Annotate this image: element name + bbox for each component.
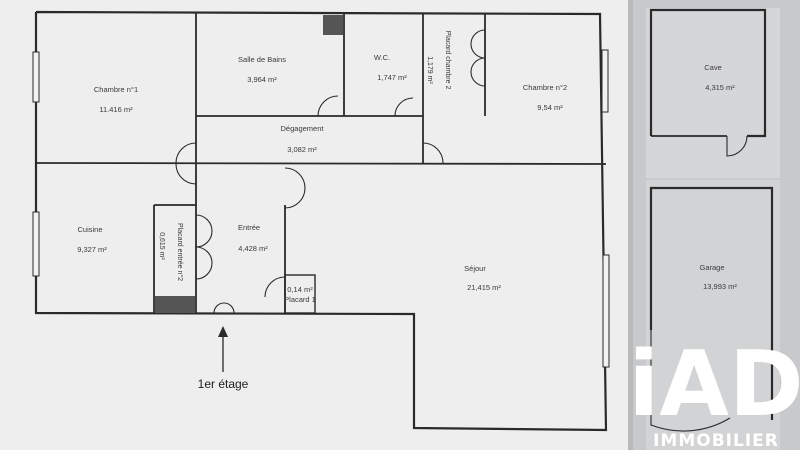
- door-sdb: [317, 95, 339, 117]
- area-entree: 4,428 m²: [238, 244, 268, 253]
- floor-label: 1er étage: [198, 377, 249, 391]
- window-cuisine: [32, 211, 40, 277]
- cave-walls: [649, 8, 767, 138]
- logo-word: IMMOBILIER: [653, 431, 779, 450]
- area-placard-entree: 0,615 m²: [158, 232, 165, 260]
- outer-walls: [34, 10, 608, 432]
- label-sejour: Séjour: [464, 264, 486, 273]
- label-salle-de-bains: Salle de Bains: [238, 55, 286, 64]
- label-placard1: Placard 1: [284, 295, 316, 304]
- wall-middle: [35, 162, 607, 165]
- door-placard1: [264, 276, 286, 298]
- door-placard-entree: [195, 214, 213, 280]
- door-placard-chambre2: [470, 29, 486, 87]
- label-degagement: Dégagement: [281, 124, 325, 133]
- label-wc: W.C.: [374, 53, 390, 62]
- window-chambre1: [32, 51, 40, 103]
- shaft: [323, 15, 343, 35]
- entrance-arrow-head: [218, 326, 228, 337]
- placard-shade: [155, 296, 195, 313]
- area-chambre1: 11.416 m²: [99, 105, 133, 114]
- door-chambre1: [175, 142, 197, 164]
- area-salle-de-bains: 3,964 m²: [247, 75, 277, 84]
- area-cave: 4,315 m²: [705, 83, 735, 92]
- window-sejour: [602, 254, 610, 368]
- label-chambre2: Chambre n°2: [523, 83, 567, 92]
- area-cuisine: 9,327 m²: [77, 245, 107, 254]
- plan-paper: [0, 0, 628, 450]
- door-wc: [394, 97, 414, 117]
- placard1-box: [284, 274, 316, 314]
- area-degagement: 3,082 m²: [287, 145, 317, 154]
- label-entree: Entrée: [238, 223, 260, 232]
- garage-door: [650, 330, 731, 432]
- area-chambre2: 9,54 m²: [537, 103, 563, 112]
- area-wc: 1,747 m²: [377, 73, 407, 82]
- label-placard-entree: Placard entrée n°2: [176, 223, 184, 281]
- label-cuisine: Cuisine: [77, 225, 102, 234]
- door-sejour: [284, 167, 306, 209]
- logo-letters: iAD: [628, 332, 800, 437]
- garage-plan: Garage 13,993 m²: [649, 186, 774, 432]
- label-cave: Cave: [704, 63, 722, 72]
- iad-logo: iAD IMMOBILIER: [628, 332, 800, 450]
- door-cuisine: [175, 163, 197, 185]
- door-entree: [213, 302, 235, 314]
- cave-plan: Cave 4,315 m²: [649, 8, 767, 157]
- area-placard-chambre2: 1,179 m²: [426, 56, 433, 84]
- label-chambre1: Chambre n°1: [94, 85, 138, 94]
- garage-paper: [646, 180, 780, 450]
- window-chambre2: [601, 49, 609, 113]
- area-placard1: 0,14 m²: [287, 285, 313, 294]
- cave-paper: [646, 8, 780, 178]
- garage-walls: [649, 186, 774, 420]
- area-garage: 13,993 m²: [703, 282, 737, 291]
- cave-door: [726, 135, 748, 157]
- area-sejour: 21,415 m²: [467, 283, 501, 292]
- door-chambre2: [422, 142, 444, 164]
- label-garage: Garage: [699, 263, 724, 272]
- label-placard-chambre2: Placard chambre 2: [444, 31, 451, 90]
- main-floor-plan: Chambre n°1 11.416 m² Salle de Bains 3,9…: [32, 10, 610, 432]
